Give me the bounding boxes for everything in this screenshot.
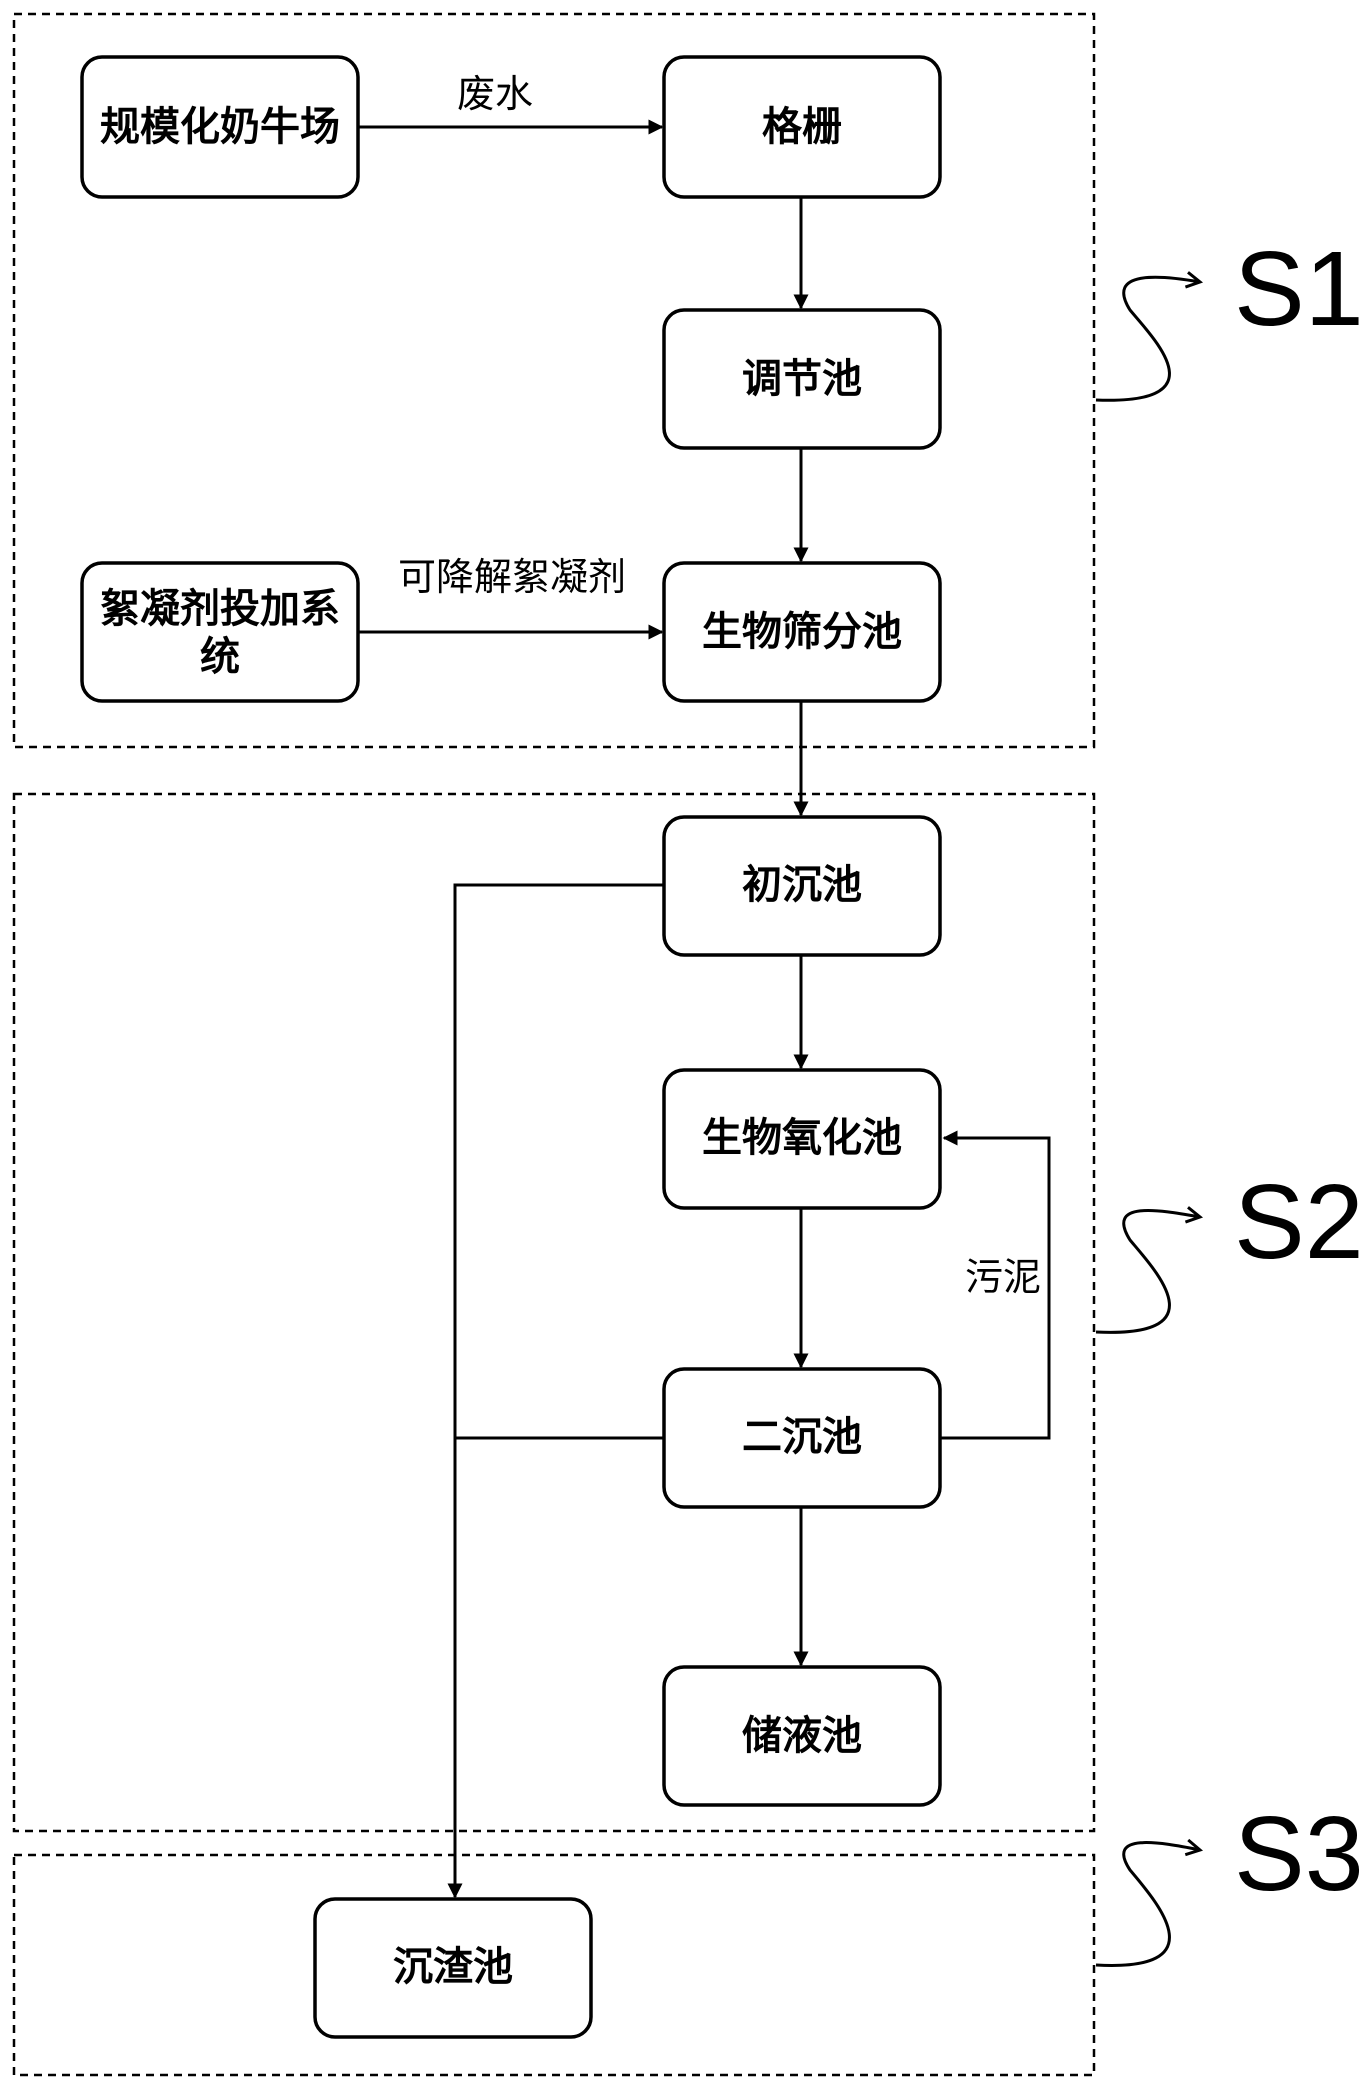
node-liquid-storage-tank-label: 储液池 [742, 1713, 862, 1759]
stage-label-s1: S1 [1234, 230, 1364, 348]
node-flocculant-system-label-1: 絮凝剂投加系 [100, 586, 340, 632]
edge-label-sludge: 污泥 [965, 1255, 1041, 1299]
stage-leader-s1 [1095, 277, 1200, 402]
node-sediment-tank: 沉渣池 [313, 1897, 593, 2039]
edge-label-wastewater: 废水 [457, 72, 533, 116]
node-dairy-farm: 规模化奶牛场 [80, 55, 360, 199]
node-flocculant-system: 絮凝剂投加系 统 [80, 561, 360, 703]
stage-leader-s3 [1095, 1843, 1200, 1967]
stage-box-s2 [12, 792, 1096, 1833]
node-regulating-tank: 调节池 [662, 308, 942, 450]
node-primary-sedimentation-label: 初沉池 [742, 862, 862, 908]
node-grille-label: 格栅 [762, 104, 842, 150]
node-sediment-tank-label: 沉渣池 [393, 1944, 513, 1990]
node-flocculant-system-label-2: 统 [200, 634, 240, 680]
stage-label-s2: S2 [1234, 1163, 1364, 1281]
arrow-sludge-return [941, 1130, 1051, 1440]
node-bio-screening-tank: 生物筛分池 [662, 561, 942, 703]
stage-box-s3 [12, 1853, 1096, 2077]
node-bio-screening-tank-label: 生物筛分池 [702, 609, 902, 655]
line-primary-to-sediment [447, 883, 664, 1899]
node-secondary-sedimentation-label: 二沉池 [742, 1414, 862, 1460]
stage-label-s3: S3 [1234, 1795, 1364, 1913]
stage-leader-s2 [1095, 1211, 1200, 1334]
node-bio-oxidation-tank-label: 生物氧化池 [702, 1115, 902, 1161]
node-secondary-sedimentation: 二沉池 [662, 1367, 942, 1509]
node-regulating-tank-label: 调节池 [742, 356, 862, 402]
node-bio-oxidation-tank: 生物氧化池 [662, 1068, 942, 1210]
edge-label-degradable-flocculant: 可降解絮凝剂 [398, 555, 626, 599]
node-primary-sedimentation: 初沉池 [662, 815, 942, 957]
stage-box-s1 [12, 12, 1096, 749]
node-dairy-farm-label: 规模化奶牛场 [100, 104, 340, 150]
node-grille: 格栅 [662, 55, 942, 199]
node-liquid-storage-tank: 储液池 [662, 1665, 942, 1807]
